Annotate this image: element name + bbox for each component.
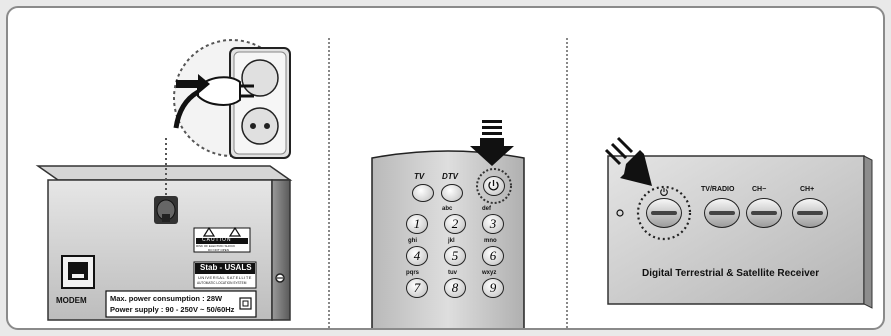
tv-button[interactable] — [412, 184, 434, 202]
power-button[interactable] — [483, 176, 505, 196]
key-7[interactable]: 7 — [406, 278, 428, 298]
key-1[interactable]: 1 — [406, 214, 428, 234]
key-1-digit: 1 — [413, 216, 421, 231]
ch-minus-button[interactable] — [746, 198, 782, 228]
power-icon — [488, 180, 499, 191]
receiver-top-edge — [35, 165, 293, 181]
key-6-letters: mno — [484, 238, 497, 244]
caution-line1: RISK OF ELECTRIC SHOCK — [196, 244, 236, 248]
product-name: Digital Terrestrial & Satellite Receiver — [642, 268, 820, 279]
key-5-digit: 5 — [451, 248, 459, 263]
warning-triangle-icon — [202, 226, 216, 237]
illustration-frame: MODEM CAUTION RISK OF ELECTRIC SHOCK DO … — [6, 6, 885, 330]
key-3[interactable]: 3 — [482, 214, 504, 234]
number-keypad: abc def 1 2 3 ghi jkl mno 4 5 6 pqrs tuv… — [400, 202, 520, 328]
front-power-button[interactable] — [646, 198, 682, 228]
tv-button-label: TV — [414, 172, 425, 181]
panel-front-receiver: TV/RADIO CH− CH+ Digital Terrestrial & S… — [568, 8, 883, 328]
ch-plus-button-label: CH+ — [800, 186, 815, 193]
dtv-button[interactable] — [441, 184, 463, 202]
standby-led — [616, 209, 624, 217]
power-highlight — [636, 185, 692, 241]
panel-power-connection: MODEM CAUTION RISK OF ELECTRIC SHOCK DO … — [8, 8, 328, 328]
key-2-letters: abc — [442, 206, 453, 212]
key-7-letters: pqrs — [406, 270, 420, 276]
key-8[interactable]: 8 — [444, 278, 466, 298]
insert-arrow-icon — [176, 74, 210, 94]
panel-divider — [328, 38, 330, 328]
press-arrow-icon — [470, 138, 514, 166]
ch-minus-button-label: CH− — [752, 186, 767, 193]
rear-panel-drawing — [35, 39, 293, 321]
key-7-digit: 7 — [413, 280, 421, 295]
front-panel-drawing — [604, 136, 873, 309]
panel-divider — [566, 38, 568, 328]
power-supply-text: Power supply : 90 - 250V ~ 50/60Hz — [110, 305, 235, 314]
power-icon — [660, 188, 668, 196]
key-3-letters: def — [482, 206, 491, 212]
key-2-digit: 2 — [451, 216, 459, 231]
panel-remote-control: TV DTV abc def 1 2 3 ghi jkl mno 4 5 6 — [330, 8, 566, 328]
receiver-side — [271, 179, 291, 321]
key-9-digit: 9 — [489, 280, 497, 295]
key-9-letters: wxyz — [482, 270, 497, 276]
warning-triangle-icon — [228, 226, 242, 237]
ch-plus-button[interactable] — [792, 198, 828, 228]
dtv-button-label: DTV — [442, 172, 458, 181]
key-8-digit: 8 — [451, 280, 459, 295]
brand-subtitle-1: UNIVERSAL SATELLITE — [198, 275, 252, 280]
modem-label: MODEM — [56, 296, 87, 305]
power-highlight — [476, 168, 512, 204]
key-4-digit: 4 — [413, 248, 421, 263]
key-2[interactable]: 2 — [444, 214, 466, 234]
key-8-letters: tuv — [448, 270, 457, 276]
caution-title: CAUTION — [202, 237, 232, 243]
power-consumption-text: Max. power consumption : 28W — [110, 294, 223, 303]
brand-subtitle-2: AUTOMATIC LOCATION SYSTEM — [197, 281, 247, 285]
key-6[interactable]: 6 — [482, 246, 504, 266]
power-rating-label — [105, 290, 257, 318]
double-insulation-icon — [239, 297, 252, 310]
press-arrow-icon — [620, 150, 652, 186]
key-5-letters: jkl — [448, 238, 455, 244]
tvradio-button[interactable] — [704, 198, 740, 228]
caution-line2: DO NOT OPEN — [208, 247, 229, 252]
key-6-digit: 6 — [489, 248, 497, 263]
key-9[interactable]: 9 — [482, 278, 504, 298]
key-4-letters: ghi — [408, 238, 417, 244]
key-3-digit: 3 — [489, 216, 497, 231]
key-4[interactable]: 4 — [406, 246, 428, 266]
power-cable — [173, 89, 200, 129]
brand-logo: Stab - USALS — [200, 263, 252, 272]
tvradio-button-label: TV/RADIO — [701, 186, 735, 193]
key-5[interactable]: 5 — [444, 246, 466, 266]
